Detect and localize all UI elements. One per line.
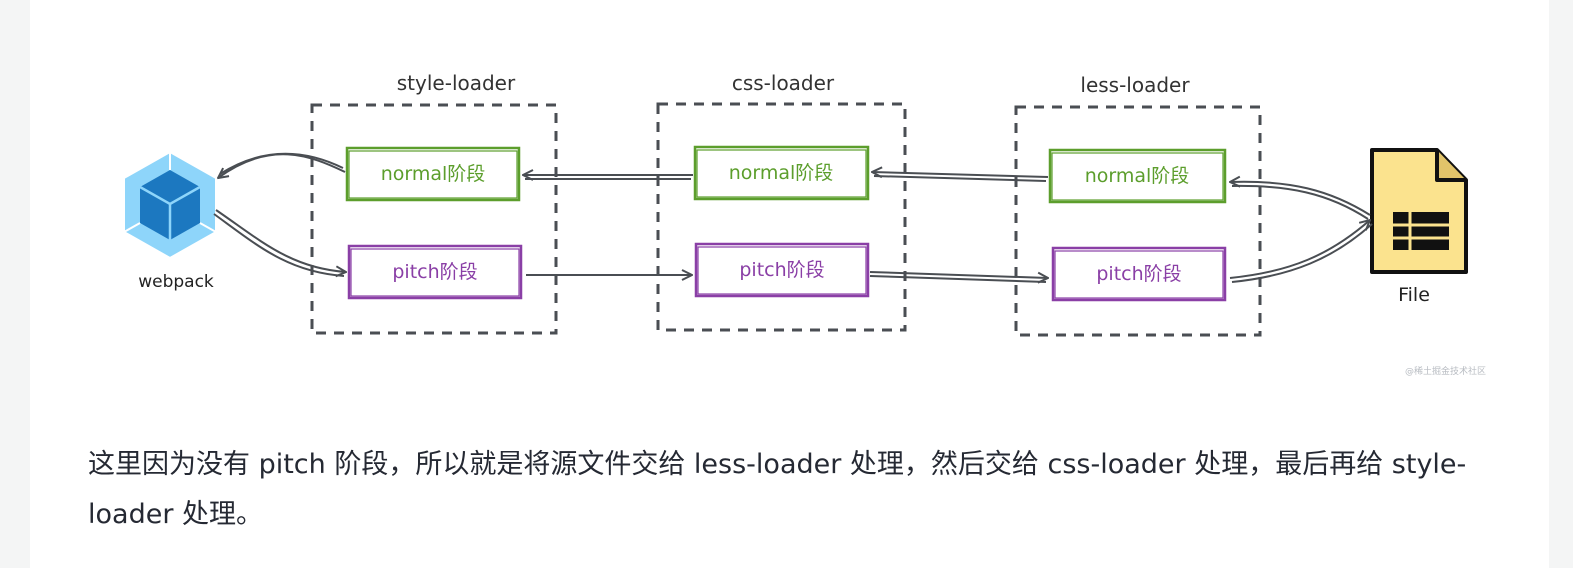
arrow-css-pitch-to-less-pitch [869,271,1048,278]
file-label: File [1398,284,1430,306]
css-loader-normal-box: normal阶段 [693,145,870,201]
article-card [30,0,1549,568]
watermark: @稀土掘金技术社区 [1405,365,1486,377]
less-loader-title: less-loader [1080,73,1190,97]
style-loader-group: style-loader normal阶段 pitch阶段 [310,71,558,335]
diagram-loaders-2-normal-label: normal阶段 [1085,165,1190,187]
css-loader-pitch-box: pitch阶段 [694,242,870,298]
arrow-less-normal-to-css-normal [872,172,1049,177]
loader-diagram: style-loader normal阶段 pitch阶段 css-loader… [123,71,1486,377]
webpack-logo-icon [123,150,217,260]
diagram-loaders-1-pitch-label: pitch阶段 [739,259,824,281]
arrow-file-to-less-normal [1230,182,1371,216]
less-loader-group: less-loader normal阶段 pitch阶段 [1014,73,1262,337]
style-loader-title: style-loader [397,71,516,95]
diagram-loaders-0-pitch-label: pitch阶段 [392,261,477,283]
less-loader-normal-box: normal阶段 [1048,148,1227,204]
arrow-style-normal-to-webpack [218,153,346,178]
file-icon [1370,148,1468,274]
css-loader-group: css-loader normal阶段 pitch阶段 [656,71,907,332]
diagram-loaders-0-normal-label: normal阶段 [381,163,486,185]
style-loader-pitch-box: pitch阶段 [347,244,523,300]
css-loader-title: css-loader [732,71,835,95]
less-loader-pitch-box: pitch阶段 [1051,246,1227,302]
diagram-loaders-1-normal-label: normal阶段 [729,162,834,184]
arrow-less-pitch-to-file [1229,220,1370,279]
diagram-loaders-2-pitch-label: pitch阶段 [1096,263,1181,285]
article-paragraph: 这里因为没有 pitch 阶段，所以就是将源文件交给 less-loader 处… [88,449,1467,530]
arrow-webpack-to-style-pitch [215,209,346,272]
style-loader-normal-box: normal阶段 [345,146,521,202]
webpack-label: webpack [138,272,214,292]
